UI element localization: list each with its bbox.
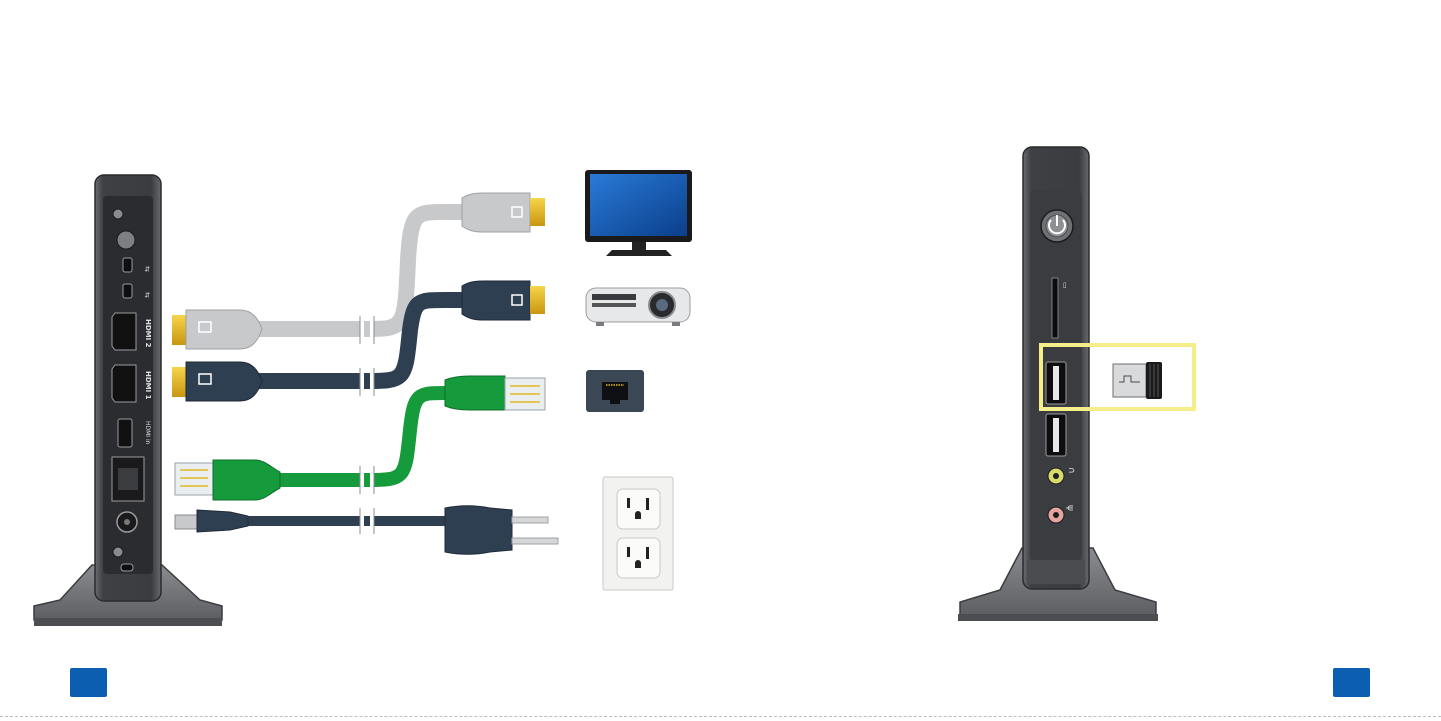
projector-icon — [586, 288, 690, 326]
hdmi-2-port — [112, 313, 136, 350]
hdmi-plug-left — [186, 310, 262, 349]
microphone-icon: ψ — [1065, 505, 1075, 511]
ethernet-port-inner — [118, 468, 138, 490]
page-marker-right — [1333, 668, 1370, 697]
power-outlet-icon — [603, 477, 673, 590]
dc-power-pin — [124, 519, 130, 525]
button-circle — [117, 231, 135, 249]
hdmi-in-port — [118, 419, 132, 447]
screw-icon — [113, 209, 123, 219]
cable-break-markers — [362, 316, 372, 534]
left-stand-base — [34, 618, 222, 626]
hdmi-1-label: HDMI 1 — [144, 371, 152, 400]
sd-icon: ▭ — [1061, 282, 1069, 289]
dc-plug-tip — [175, 515, 197, 529]
ac-plug — [445, 506, 512, 555]
usb-icon: ⇆ — [143, 266, 151, 272]
usb-icon: ⇆ — [143, 292, 151, 298]
sd-card-slot — [1052, 278, 1058, 338]
hdmi-1-port — [112, 365, 136, 402]
lock-icon — [121, 564, 133, 571]
hdmi-tip-right — [530, 198, 545, 226]
hdmi-plug-right — [462, 193, 530, 232]
micro-usb-port-1 — [123, 258, 132, 272]
hdmi-tip-left — [172, 315, 186, 345]
power-cable-navy — [175, 506, 558, 555]
page-bottom-rule — [0, 716, 1441, 718]
page-marker-left — [70, 668, 107, 697]
ethernet-wall-jack-icon — [586, 370, 644, 412]
headphone-icon: ∩ — [1066, 467, 1076, 474]
usb-dongle-icon — [1113, 362, 1162, 399]
hdmi-2-label: HDMI 2 — [144, 319, 152, 348]
monitor-icon — [585, 170, 692, 256]
hdmi-cable-light-gray — [172, 193, 545, 349]
hdmi-in-label: HDMI in — [144, 421, 151, 445]
screw-icon — [113, 547, 123, 557]
rj45-plug-left — [175, 463, 213, 495]
micro-usb-port-2 — [123, 284, 132, 298]
